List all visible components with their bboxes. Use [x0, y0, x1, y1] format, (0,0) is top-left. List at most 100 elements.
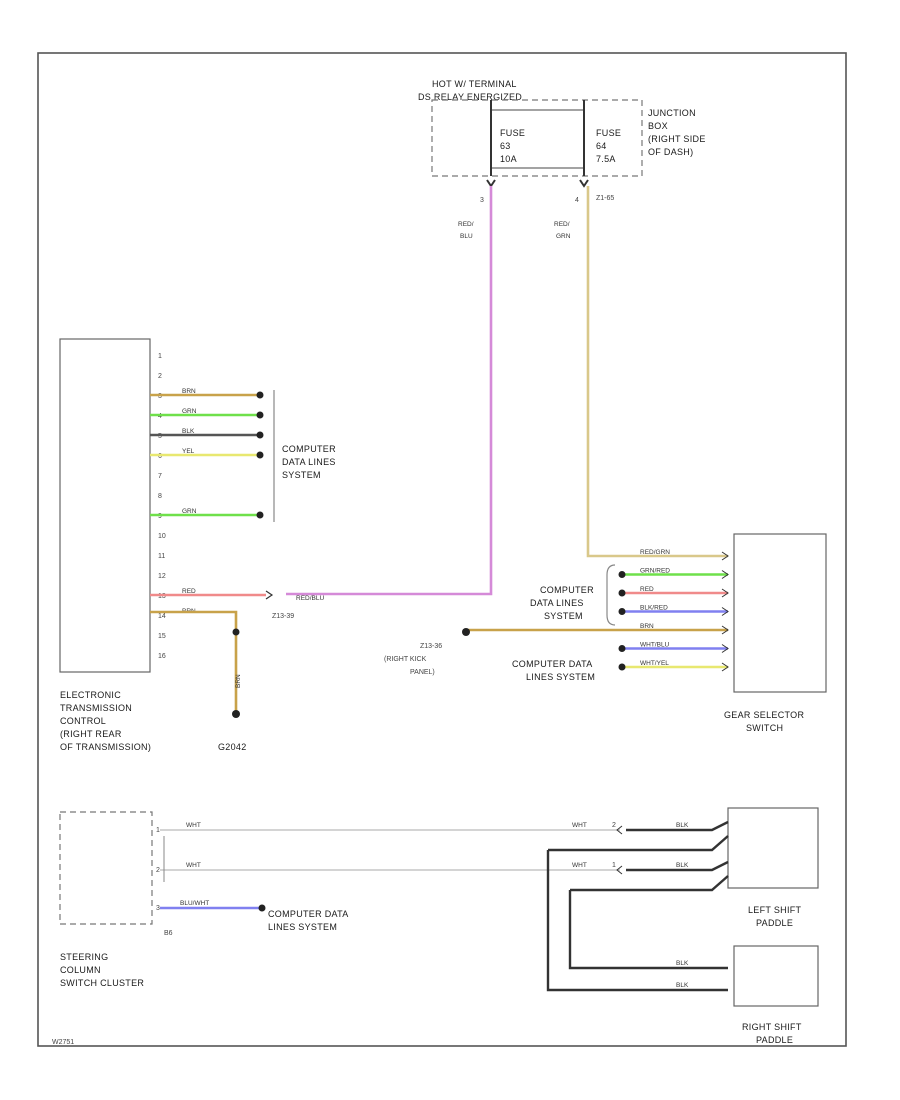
- shift-paddles: BLK BLK BLK BLK LEFT SHIFT PADDLE RIGHT SHI…: [546, 807, 819, 1045]
- svg-text:PADDLE: PADDLE: [756, 918, 793, 928]
- ground-splice-symbol: [462, 628, 470, 636]
- steering-data-lines-label: COMPUTER DATA: [268, 909, 349, 919]
- gear-wire-end-6: [618, 663, 626, 671]
- gear-wire-label-1: GRN/RED: [640, 568, 670, 575]
- paddle-pin-0: 2: [612, 822, 616, 829]
- gear-wire-end-5: [618, 645, 626, 652]
- svg-text:DATA LINES: DATA LINES: [530, 598, 584, 608]
- svg-text:BOX: BOX: [648, 121, 668, 131]
- tcm-box: [59, 338, 151, 673]
- paddle-blk-label-3: BLK: [676, 982, 689, 989]
- footer-id: W2751: [52, 1039, 74, 1046]
- tcm-pin-8: 8: [158, 493, 162, 500]
- steering-box: [59, 811, 153, 925]
- svg-text:SWITCH CLUSTER: SWITCH CLUSTER: [60, 978, 144, 988]
- junction-box: HOT W/ TERMINAL DS RELAY ENERGIZED FUSE …: [418, 79, 706, 204]
- svg-text:TRANSMISSION: TRANSMISSION: [60, 703, 132, 713]
- svg-text:RED/BLU: RED/BLU: [296, 595, 324, 602]
- junction-box-outline: [431, 99, 643, 177]
- tcm-pin-4: 4: [158, 413, 162, 420]
- gear-data-lines-label: COMPUTER: [540, 585, 594, 595]
- gear-selector-wires: RED/GRNGRN/REDREDBLK/REDBRNWHT/BLUWHT/YE…: [466, 549, 729, 672]
- svg-text:BRN: BRN: [235, 674, 242, 688]
- svg-text:OF TRANSMISSION): OF TRANSMISSION): [60, 742, 151, 752]
- svg-text:RED/: RED/: [554, 221, 570, 228]
- tcm-pin-5: 5: [158, 433, 162, 440]
- tcm-wire-label-3: BRN: [182, 388, 196, 395]
- tcm-pin-2: 2: [158, 373, 162, 380]
- tcm-pin-14: 14: [158, 613, 166, 620]
- tcm-wire-end-9: [256, 511, 264, 519]
- svg-text:(RIGHT REAR: (RIGHT REAR: [60, 729, 122, 739]
- gear-wire-end-2: [618, 589, 626, 597]
- paddle-blk-label-2: BLK: [676, 960, 689, 967]
- svg-text:BLU: BLU: [460, 233, 473, 240]
- tcm-wire-end-6: [256, 451, 264, 459]
- svg-text:Z1-65: Z1-65: [596, 195, 614, 202]
- tcm-pin-3: 3: [158, 393, 162, 400]
- steering-pin-3: 3: [156, 905, 160, 912]
- svg-text:3: 3: [480, 197, 484, 204]
- tcm-wire-label-6: YEL: [182, 448, 195, 455]
- left-paddle-label: LEFT SHIFT: [748, 905, 802, 915]
- fuse-63-text: FUSE: [500, 128, 525, 138]
- svg-text:GRN: GRN: [556, 233, 571, 240]
- svg-text:7.5A: 7.5A: [596, 154, 616, 164]
- svg-text:Z13-36: Z13-36: [420, 643, 442, 650]
- steering-label: STEERING: [60, 952, 108, 962]
- svg-text:4: 4: [575, 197, 579, 204]
- ground-g2042-symbol: [232, 710, 240, 718]
- gear-wire-label-3: BLK/RED: [640, 605, 668, 612]
- svg-text:SWITCH: SWITCH: [746, 723, 783, 733]
- svg-text:PADDLE: PADDLE: [756, 1035, 793, 1045]
- fuse-header-line2: DS RELAY ENERGIZED: [418, 92, 522, 102]
- svg-text:PANEL): PANEL): [410, 669, 435, 676]
- fuse-header-line1: HOT W/ TERMINAL: [432, 79, 517, 89]
- paddle-wire-label-1: WHT: [572, 862, 587, 869]
- tcm-wire-end-3: [256, 391, 264, 399]
- right-paddle-label: RIGHT SHIFT: [742, 1022, 802, 1032]
- paddle-blk-label-0: BLK: [676, 822, 689, 829]
- gear-wire-label-4: BRN: [640, 623, 654, 630]
- tcm-pin-16: 16: [158, 653, 166, 660]
- wire-red-blu: RED/ BLU: [286, 186, 493, 596]
- tcm-wire-label-13: RED: [182, 588, 196, 595]
- paddle-pin-1: 1: [612, 862, 616, 869]
- tcm-pin-13: 13: [158, 593, 166, 600]
- svg-text:SYSTEM: SYSTEM: [282, 470, 321, 480]
- tcm-pin-1: 1: [158, 353, 162, 360]
- gear-selector-switch: RED/GRNGRN/REDREDBLK/REDBRNWHT/BLUWHT/YE…: [384, 533, 827, 733]
- tcm-pin-12: 12: [158, 573, 166, 580]
- steering-pin-1: 1: [156, 827, 160, 834]
- diagram-frame: [37, 52, 847, 1047]
- paddle-blk-label-1: BLK: [676, 862, 689, 869]
- tcm-wire-end-4: [256, 411, 264, 419]
- svg-text:B6: B6: [164, 930, 173, 937]
- steering-pin-2: 2: [156, 867, 160, 874]
- svg-text:LINES SYSTEM: LINES SYSTEM: [526, 672, 595, 682]
- junction-box-location: JUNCTION: [648, 108, 696, 118]
- svg-text:RED/: RED/: [458, 221, 474, 228]
- fuse-64-text: FUSE: [596, 128, 621, 138]
- tcm-pin-15: 15: [158, 633, 166, 640]
- tcm-data-lines-label: COMPUTER: [282, 444, 336, 454]
- gear-wire-end-3: [618, 608, 626, 615]
- steering-wire-label-2: BLU/WHT: [180, 900, 209, 907]
- svg-text:(RIGHT SIDE: (RIGHT SIDE: [648, 134, 706, 144]
- tcm-wire-label-4: GRN: [182, 408, 197, 415]
- gear-wire-label-6: WHT/YEL: [640, 660, 669, 667]
- steering-wire-label-1: WHT: [186, 862, 201, 869]
- svg-text:63: 63: [500, 141, 511, 151]
- left-paddle-box: [727, 807, 819, 889]
- tcm-pin-11: 11: [158, 553, 165, 560]
- steering-data-end: [258, 904, 266, 912]
- steering-wire-label-0: WHT: [186, 822, 201, 829]
- ground-label: G2042: [218, 742, 247, 752]
- paddle-wire-label-0: WHT: [572, 822, 587, 829]
- svg-text:SYSTEM: SYSTEM: [544, 611, 583, 621]
